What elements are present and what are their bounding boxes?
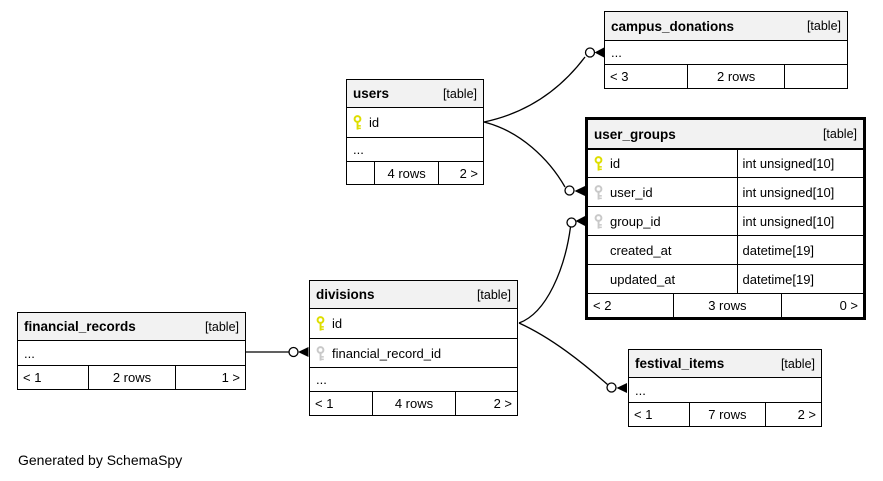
table-footer: < 3 2 rows	[605, 64, 847, 88]
footer-children: 2 >	[765, 403, 821, 426]
table-row: ...	[347, 137, 483, 161]
primary-key-icon	[594, 156, 603, 171]
table-name[interactable]: divisions	[316, 287, 375, 302]
table-header[interactable]: campus_donations [table]	[605, 12, 847, 40]
generated-by-note: Generated by SchemaSpy	[18, 452, 183, 468]
footer-rowcount: 3 rows	[673, 294, 780, 317]
table-row: ...	[629, 377, 821, 402]
column-type: int unsigned[10]	[742, 184, 835, 200]
table-name[interactable]: campus_donations	[611, 18, 735, 34]
edge-financial_records-divisions	[246, 346, 309, 358]
footer-children	[784, 65, 847, 88]
primary-key-icon	[316, 316, 325, 331]
table-tag: [table]	[476, 287, 511, 302]
column-type: int unsigned[10]	[742, 213, 835, 229]
table-row: financial_record_id	[310, 338, 517, 367]
column-name: user_id	[610, 184, 653, 200]
table-campus_donations[interactable]: campus_donations [table] ... < 3 2 rows	[604, 11, 848, 89]
table-header[interactable]: financial_records [table]	[18, 313, 245, 340]
table-name[interactable]: user_groups	[594, 126, 676, 142]
table-name[interactable]: festival_items	[635, 356, 725, 371]
table-tag: [table]	[822, 127, 857, 141]
column-name: id	[332, 316, 343, 331]
table-row: id	[310, 308, 517, 338]
table-divisions[interactable]: divisions [table] id	[309, 280, 518, 416]
edge-divisions-user_groups	[518, 216, 585, 324]
table-header[interactable]: user_groups [table]	[588, 120, 863, 148]
table-users[interactable]: users [table] id ... 4 rows 2 >	[346, 79, 484, 185]
foreign-key-icon	[594, 213, 603, 229]
footer-rowcount: 4 rows	[374, 162, 438, 184]
footer-parents: < 1	[634, 407, 653, 422]
table-row: id int unsigned[10]	[588, 148, 863, 177]
column-name: group_id	[610, 213, 661, 229]
footer-parents: < 1	[315, 396, 334, 411]
table-header[interactable]: divisions [table]	[310, 281, 517, 308]
column-type: datetime[19]	[742, 271, 815, 287]
footer-rowcount: 2 rows	[687, 65, 784, 88]
table-footer: < 1 2 rows 1 >	[18, 365, 245, 389]
footer-rowcount: 2 rows	[88, 366, 174, 389]
column-ellipsis: ...	[353, 142, 364, 157]
table-row: created_at datetime[19]	[588, 235, 863, 264]
footer-parents	[347, 162, 374, 184]
table-footer: 4 rows 2 >	[347, 161, 483, 184]
table-row: ...	[18, 340, 245, 365]
table-row: group_id int unsigned[10]	[588, 206, 863, 235]
column-name: id	[369, 115, 380, 130]
table-row: ...	[310, 367, 517, 391]
table-row: updated_at datetime[19]	[588, 264, 863, 293]
table-user_groups[interactable]: user_groups [table] id int unsigned[10]	[585, 117, 866, 320]
table-footer: < 2 3 rows 0 >	[588, 293, 863, 317]
table-tag: [table]	[780, 356, 815, 371]
table-name[interactable]: financial_records	[24, 319, 136, 334]
table-header[interactable]: festival_items [table]	[629, 350, 821, 377]
footer-children: 2 >	[438, 162, 483, 184]
footer-children: 1 >	[174, 366, 245, 389]
edge-users-user_groups	[483, 121, 585, 196]
table-festival_items[interactable]: festival_items [table] ... < 1 7 rows 2 …	[628, 349, 822, 427]
foreign-key-icon	[316, 345, 325, 361]
table-footer: < 1 7 rows 2 >	[629, 402, 821, 426]
table-footer: < 1 4 rows 2 >	[310, 391, 517, 415]
column-ellipsis: ...	[24, 345, 35, 361]
primary-key-icon	[353, 115, 362, 130]
table-tag: [table]	[204, 319, 239, 334]
footer-children: 0 >	[780, 294, 864, 317]
table-header[interactable]: users [table]	[347, 80, 483, 107]
footer-parents: < 1	[23, 370, 42, 385]
table-financial_records[interactable]: financial_records [table] ... < 1 2 rows…	[17, 312, 246, 390]
column-ellipsis: ...	[611, 45, 622, 60]
footer-parents: < 3	[610, 69, 629, 84]
table-row: user_id int unsigned[10]	[588, 177, 863, 206]
table-row: ...	[605, 40, 847, 64]
column-ellipsis: ...	[316, 372, 327, 387]
table-name[interactable]: users	[353, 86, 390, 101]
table-row: id	[347, 107, 483, 137]
footer-rowcount: 7 rows	[688, 403, 766, 426]
footer-parents: < 2	[593, 298, 612, 313]
table-tag: [table]	[442, 86, 477, 101]
column-ellipsis: ...	[635, 382, 646, 398]
edge-users-campus_donations	[483, 47, 604, 123]
column-type: int unsigned[10]	[742, 156, 835, 171]
table-tag: [table]	[806, 19, 841, 33]
column-name: financial_record_id	[332, 345, 442, 361]
foreign-key-icon	[594, 184, 603, 200]
footer-children: 2 >	[454, 392, 517, 415]
edge-divisions-festival_items	[518, 322, 627, 393]
column-name: id	[610, 156, 621, 171]
column-name: updated_at	[610, 271, 676, 287]
footer-rowcount: 4 rows	[372, 392, 455, 415]
column-name: created_at	[610, 242, 672, 258]
column-type: datetime[19]	[742, 242, 815, 258]
